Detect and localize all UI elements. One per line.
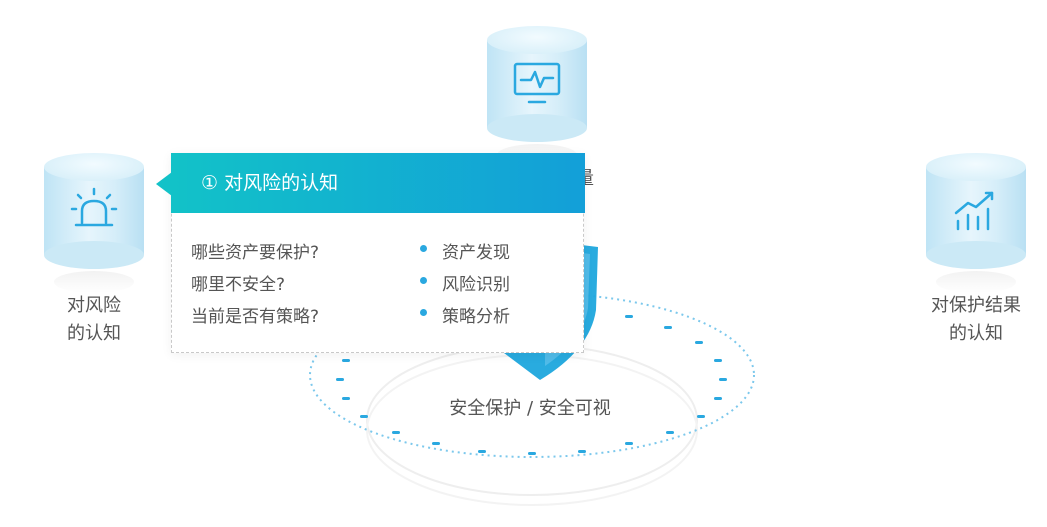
right-label: 对保护结果 的认知 [906, 292, 1046, 348]
right-cylinder[interactable] [926, 153, 1026, 293]
item-policy-analysis: 策略分析 [442, 307, 510, 327]
siren-icon [70, 187, 118, 227]
outer-platform-shadow [366, 354, 698, 506]
left-label-line2: 的认知 [67, 323, 121, 344]
dotted-ring [309, 292, 755, 458]
right-label-line2: 的认知 [949, 323, 1003, 344]
left-cylinder[interactable] [44, 153, 144, 293]
top-cylinder[interactable] [487, 26, 587, 166]
bullet-dot [420, 245, 427, 252]
item-asset-discovery: 资产发现 [442, 243, 510, 263]
question-2: 哪里不安全? [191, 275, 286, 295]
question-1: 哪些资产要保护? [191, 243, 320, 263]
ring-dashes [336, 315, 727, 455]
risk-popup: ① 对风险的认知 哪些资产要保护? 哪里不安全? 当前是否有策略? 资产发现 风… [156, 153, 585, 353]
question-3: 当前是否有策略? [191, 307, 320, 327]
left-label: 对风险 的认知 [24, 292, 164, 348]
monitor-pulse-icon [513, 62, 561, 104]
center-caption: 安全保护 / 安全可视 [449, 398, 611, 419]
bullet-dot [420, 309, 427, 316]
popup-title: ① 对风险的认知 [171, 153, 585, 213]
left-label-line1: 对风险 [67, 295, 121, 316]
popup-pointer [156, 172, 172, 196]
right-label-line1: 对保护结果 [931, 295, 1021, 316]
growth-chart-icon [954, 191, 994, 231]
item-risk-identification: 风险识别 [442, 275, 510, 295]
bullet-dot [420, 277, 427, 284]
